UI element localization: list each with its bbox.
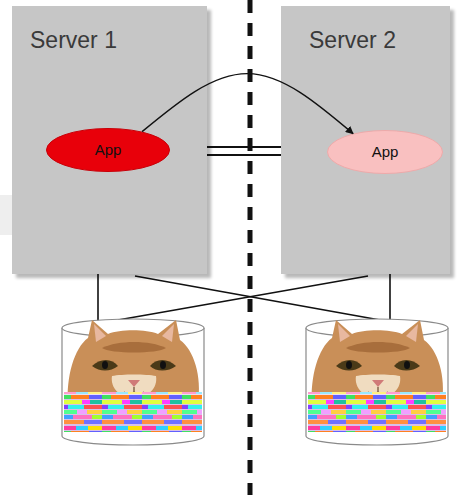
server-box: Server 1 App [12,6,207,274]
app-ellipse: App [327,130,443,174]
server-label: Server 1 [30,27,117,55]
server-box: Server 2 App [281,6,450,274]
server-label: Server 2 [309,27,396,55]
link-double-line [207,147,281,155]
disk-cat-left [62,319,204,445]
storage-wires [98,274,390,322]
dashed-divider [248,0,253,495]
disk-cat-right [306,319,448,445]
app-ellipse: App [46,128,170,172]
app-label: App [372,143,399,161]
app-label: App [95,141,122,159]
